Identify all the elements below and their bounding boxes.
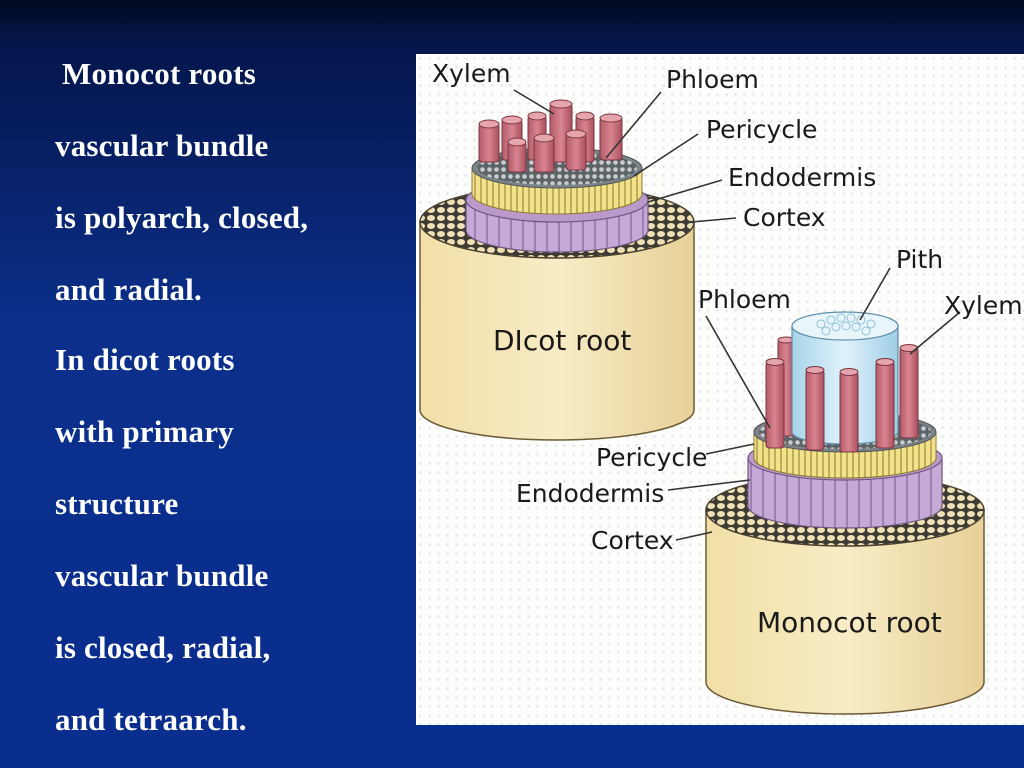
dicot-cortex-label: Cortex (743, 203, 826, 232)
monocot-xylem-label: Xylem (944, 291, 1023, 320)
text-line-10: and tetraarch. (55, 702, 247, 737)
dicot-xylem-label: Xylem (432, 59, 511, 88)
monocot-endodermis-label: Endodermis (516, 479, 664, 508)
monocot-pericycle-label: Pericycle (596, 443, 707, 472)
monocot-leader-lines (667, 267, 961, 541)
dicot-root-caption: DIcot root (493, 324, 631, 357)
text-line-1: Monocot roots (62, 56, 257, 91)
dicot-leader-lines (513, 89, 737, 223)
text-line-3: is polyarch, closed, (55, 200, 309, 235)
monocot-root-drawing: Monocot root (705, 311, 985, 715)
text-line-5: In dicot roots (55, 342, 235, 377)
monocot-cortex-label: Cortex (591, 526, 674, 555)
slide-text-block: Monocot roots vascular bundle is polyarc… (0, 0, 410, 768)
text-line-7: structure (55, 486, 179, 521)
monocot-phloem-label: Phloem (698, 285, 791, 314)
root-structure-figure: DIcot root Xylem Phloem Pericycle Endode… (416, 54, 1024, 725)
text-line-2: vascular bundle (55, 128, 269, 163)
dicot-xylem-group (478, 99, 623, 173)
monocot-root-caption: Monocot root (757, 606, 942, 639)
monocot-pith-label: Pith (896, 245, 943, 274)
text-line-9: is closed, radial, (55, 630, 271, 665)
text-line-4: and radial. (55, 272, 202, 307)
dicot-phloem-label: Phloem (666, 65, 759, 94)
dicot-endodermis-label: Endodermis (728, 163, 876, 192)
text-line-6: with primary (55, 414, 234, 449)
root-diagram-svg: DIcot root Xylem Phloem Pericycle Endode… (419, 59, 1023, 715)
monocot-xylem-group (765, 344, 919, 453)
dicot-pericycle-label: Pericycle (706, 115, 817, 144)
text-line-8: vascular bundle (55, 558, 269, 593)
dicot-root-drawing: DIcot root (419, 99, 695, 441)
